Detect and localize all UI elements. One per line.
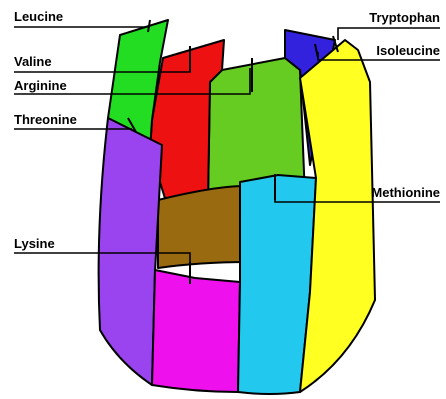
leader-tryptophan: [338, 28, 440, 40]
label-isoleucine: Isoleucine: [376, 43, 440, 58]
label-leucine: Leucine: [14, 9, 63, 24]
lysine-floor: [158, 186, 248, 268]
label-threonine: Threonine: [14, 112, 77, 127]
lysine-stave: [152, 270, 240, 392]
label-valine: Valine: [14, 54, 52, 69]
label-methionine: Methionine: [371, 185, 440, 200]
label-arginine: Arginine: [14, 78, 67, 93]
label-tryptophan: Tryptophan: [369, 10, 440, 25]
label-lysine: Lysine: [14, 236, 55, 251]
